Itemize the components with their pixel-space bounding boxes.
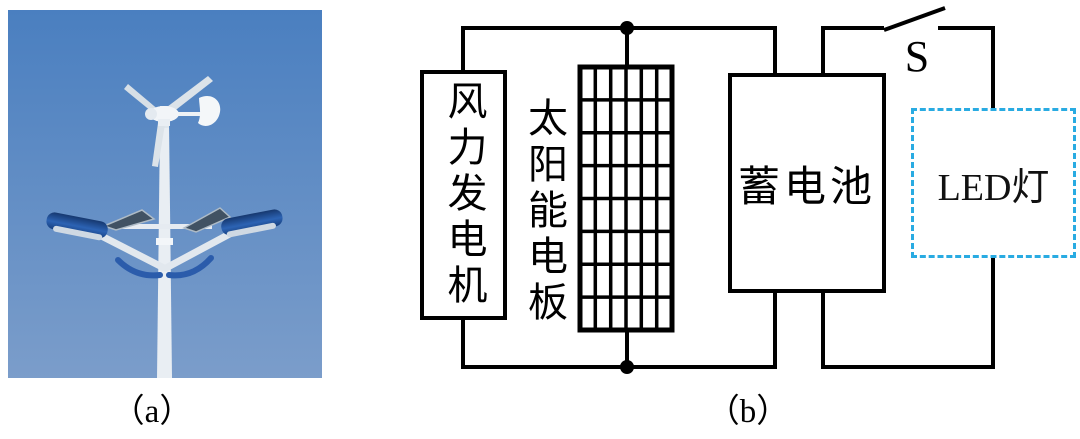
- junction-dot-top: [620, 21, 634, 35]
- caption-a: （a）: [111, 394, 193, 430]
- caption-b: （b）: [706, 394, 790, 430]
- battery-label: 蓄电池: [737, 164, 876, 211]
- street-lamp-illustration: [8, 10, 322, 378]
- switch-letter: S: [904, 31, 930, 81]
- arm-brackets: [115, 255, 214, 279]
- wind-generator-label: 风力发电机: [441, 80, 487, 310]
- led-lamp-box: LED灯: [911, 108, 1076, 258]
- junction-dot-bottom: [620, 360, 634, 374]
- wind-turbine: [124, 76, 221, 167]
- street-lamp-photo: [8, 10, 322, 378]
- solar-panel-grid: [577, 64, 675, 333]
- lamp-pole: [156, 122, 173, 378]
- switch-label: S: [897, 31, 937, 81]
- solar-panels: [101, 207, 232, 233]
- led-lamp-label: LED灯: [937, 166, 1050, 209]
- switch-blade: [883, 6, 946, 32]
- wind-generator-box: 风力发电机: [420, 70, 507, 320]
- lamp-head-left: [46, 212, 108, 241]
- solar-panel-label: 太阳能电板: [522, 97, 567, 327]
- battery-box: 蓄电池: [728, 73, 886, 293]
- lamp-head-right: [221, 209, 283, 238]
- solar-panel-label-wrap: 太阳能电板: [518, 94, 570, 330]
